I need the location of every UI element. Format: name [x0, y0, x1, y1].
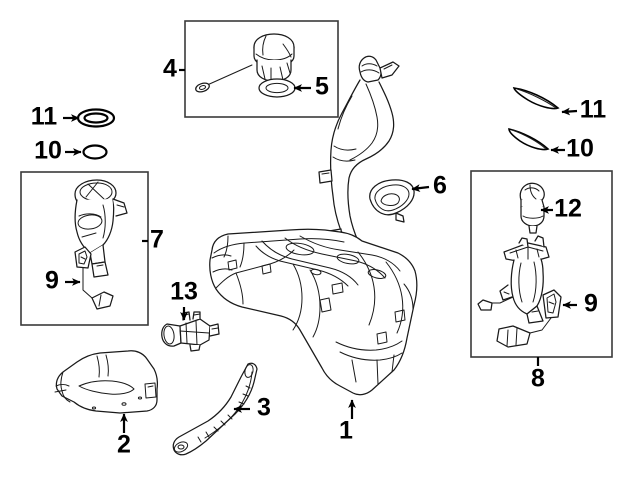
callout-label-10-left: 10: [34, 137, 62, 165]
callout-label-1: 1: [339, 417, 353, 445]
part-o-ring-large-left: [76, 108, 116, 128]
part-fuel-tank: [209, 228, 418, 396]
callout-label-10-right: 10: [566, 135, 594, 163]
callout-label-13: 13: [170, 278, 198, 306]
callout-label-12: 12: [554, 195, 582, 223]
callout-label-4: 4: [163, 55, 177, 83]
callout-label-5: 5: [315, 73, 329, 101]
callout-label-6: 6: [433, 172, 447, 200]
callout-label-11-left: 11: [31, 103, 58, 131]
part-o-ring-small-left: [82, 144, 108, 160]
part-fuel-sender-body: [477, 235, 550, 324]
callout-leaders: [63, 68, 578, 433]
part-o-ring-large-right: [512, 87, 560, 110]
part-filler-cap-gasket: [258, 78, 296, 98]
part-fuel-level-sensor-right: [496, 289, 562, 348]
callout-label-9-left: 9: [45, 267, 59, 295]
part-o-ring-small-right: [508, 127, 550, 151]
callout-label-3: 3: [257, 394, 271, 422]
part-fuel-pump-module: [74, 179, 128, 278]
part-fuel-tank-heat-shield: [54, 350, 158, 414]
callout-labels: 1 2 3 4 5 6 7 8 9 9 10 10 11 11 12 13: [31, 55, 607, 459]
callout-label-2: 2: [117, 431, 131, 459]
part-fuel-filler-cap: [195, 33, 295, 93]
callout-label-11-right: 11: [580, 96, 607, 124]
part-fuel-filter: [161, 311, 220, 352]
part-fuel-level-sensor-left: [74, 246, 114, 310]
callout-label-7: 7: [150, 226, 164, 254]
part-filler-neck-housing: [369, 179, 415, 223]
callout-label-8: 8: [531, 365, 545, 393]
callout-label-9-right: 9: [584, 290, 598, 318]
